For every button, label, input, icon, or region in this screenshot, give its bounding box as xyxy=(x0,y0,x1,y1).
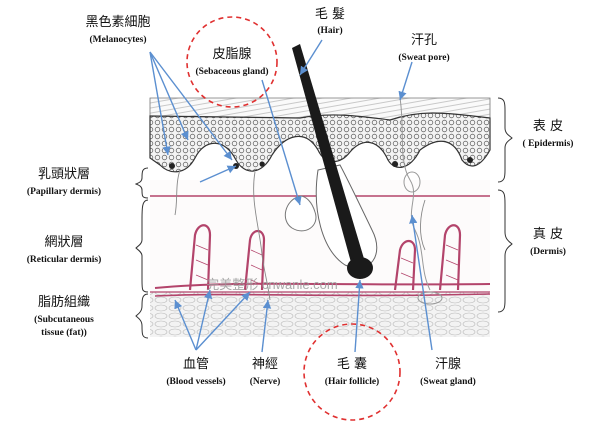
arrow-melanocytes-1 xyxy=(149,51,171,156)
label-reticular-en: (Reticular dermis) xyxy=(27,254,101,265)
sweat-gland xyxy=(399,97,443,305)
arrow-sweat-gland xyxy=(409,214,433,351)
label-reticular-zh: 網狀層 xyxy=(44,235,83,250)
label-sweat-gland-zh: 汗腺 xyxy=(435,357,461,372)
hair-bulb xyxy=(347,257,373,279)
label-dermis-zh: 真 皮 xyxy=(533,227,563,242)
vessel-loop xyxy=(438,224,462,291)
hair-structure xyxy=(292,44,378,279)
label-subcutaneous-en2: tissue (fat)) xyxy=(41,327,87,338)
label-papillary-en: (Papillary dermis) xyxy=(27,186,101,197)
label-blood-vessels-en: (Blood vessels) xyxy=(166,376,225,387)
label-dermis-en: (Dermis) xyxy=(530,246,566,257)
label-melanocytes-en: (Melanocytes) xyxy=(90,34,147,45)
arrow-vessels-3 xyxy=(174,299,197,351)
arrow-sebaceous xyxy=(261,79,302,206)
arrow-hair xyxy=(299,39,323,76)
highlight-circles xyxy=(186,16,401,421)
label-sebaceous-zh: 皮脂腺 xyxy=(212,47,251,62)
label-epidermis-zh: 表 皮 xyxy=(533,119,563,134)
vessel-loop xyxy=(393,239,417,291)
vessel-loop xyxy=(188,224,212,291)
sebaceous-highlight-circle xyxy=(186,16,278,108)
label-subcutaneous-zh: 脂肪組織 xyxy=(38,294,90,310)
arrow-melanocytes-2 xyxy=(149,51,189,141)
label-hair-follicle-en: (Hair follicle) xyxy=(325,376,379,387)
arrow-vessels-2 xyxy=(195,291,251,351)
nerve-fibres xyxy=(174,169,426,301)
label-sebaceous-en: (Sebaceous gland) xyxy=(195,66,268,77)
label-hair-follicle-zh: 毛 囊 xyxy=(337,356,367,372)
subcutaneous-bracket xyxy=(135,293,149,339)
pointer-arrows xyxy=(149,39,433,353)
arrow-follicle xyxy=(354,279,364,353)
label-melanocytes-zh: 黑色素細胞 xyxy=(85,14,150,30)
epidermis-bracket xyxy=(497,97,513,183)
label-sweat-pore-en: (Sweat pore) xyxy=(398,52,449,63)
arrow-nerve xyxy=(261,299,272,353)
vessel-loop xyxy=(243,229,266,291)
label-papillary-zh: 乳頭狀層 xyxy=(38,167,90,182)
vessel-horizontal xyxy=(154,293,491,297)
watermark-text: 完美整形 cnwanle.com xyxy=(206,277,337,292)
hair-shaft xyxy=(292,44,365,266)
sebaceous-gland xyxy=(284,195,317,232)
label-sweat-pore-zh: 汗孔 xyxy=(411,33,437,48)
brackets xyxy=(134,97,513,339)
subcutaneous-fat-layer xyxy=(150,292,490,337)
label-subcutaneous-en1: (Subcutaneous xyxy=(34,314,94,325)
reticular-bracket xyxy=(135,199,149,293)
arrow-papillary xyxy=(199,165,237,183)
arrow-melanocytes-3 xyxy=(149,51,233,161)
label-hair-en: (Hair) xyxy=(317,25,342,36)
papillary-bracket xyxy=(134,167,149,199)
label-nerve-en: (Nerve) xyxy=(250,376,281,387)
vessel-hatching xyxy=(195,244,459,286)
arrow-vessels-1 xyxy=(195,289,213,351)
label-epidermis-en: ( Epidermis) xyxy=(523,138,574,149)
hair-follicle-highlight-circle xyxy=(303,323,401,421)
arrow-sweat-pore xyxy=(398,61,413,101)
label-sweat-gland-en: (Sweat gland) xyxy=(420,376,476,387)
label-nerve-zh: 神經 xyxy=(252,357,278,372)
melanocyte-dots xyxy=(169,157,473,169)
label-hair-zh: 毛 髮 xyxy=(315,7,345,22)
dermis-bracket xyxy=(497,189,513,313)
labels: 黑色素細胞 (Melanocytes) 皮脂腺 (Sebaceous gland… xyxy=(27,7,574,387)
label-blood-vessels-zh: 血管 xyxy=(183,357,209,372)
